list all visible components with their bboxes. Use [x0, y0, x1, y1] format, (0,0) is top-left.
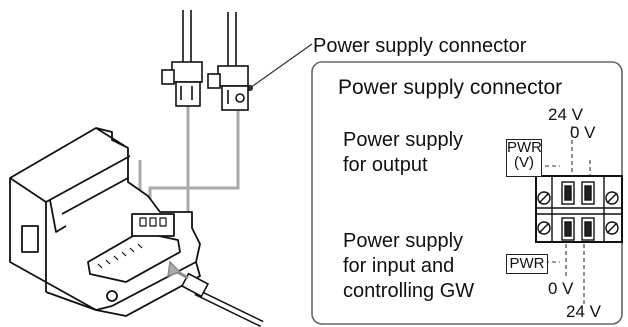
panel-title: Power supply connector	[338, 76, 563, 99]
output-pwr-tag-line2: (V)	[514, 154, 534, 171]
input-minus-label: 0 V	[548, 279, 574, 298]
output-pwr-tag: PWR (V)	[506, 139, 542, 177]
input-connector-plug	[207, 12, 249, 111]
output-label-line1: Power supply	[343, 129, 464, 151]
callout-pointer	[246, 43, 313, 92]
input-plus-label: 24 V	[566, 302, 601, 321]
callout-label: Power supply connector	[313, 35, 527, 57]
output-plus-label: 24 V	[548, 105, 583, 124]
output-label-line2: for output	[343, 154, 428, 176]
output-connector-plug	[161, 10, 203, 107]
output-pwr-tag-line1: PWR	[507, 139, 542, 156]
input-label-line2: for input and	[343, 255, 455, 277]
terminal-block-diagram	[535, 175, 623, 243]
insertion-arrow	[167, 260, 189, 280]
input-pwr-tag: PWR	[506, 254, 548, 274]
input-label-line1: Power supply	[343, 230, 464, 252]
power-cable	[180, 272, 264, 327]
output-minus-label: 0 V	[570, 123, 596, 142]
input-label-line3: controlling GW	[343, 280, 475, 302]
gateway-unit	[9, 127, 201, 317]
